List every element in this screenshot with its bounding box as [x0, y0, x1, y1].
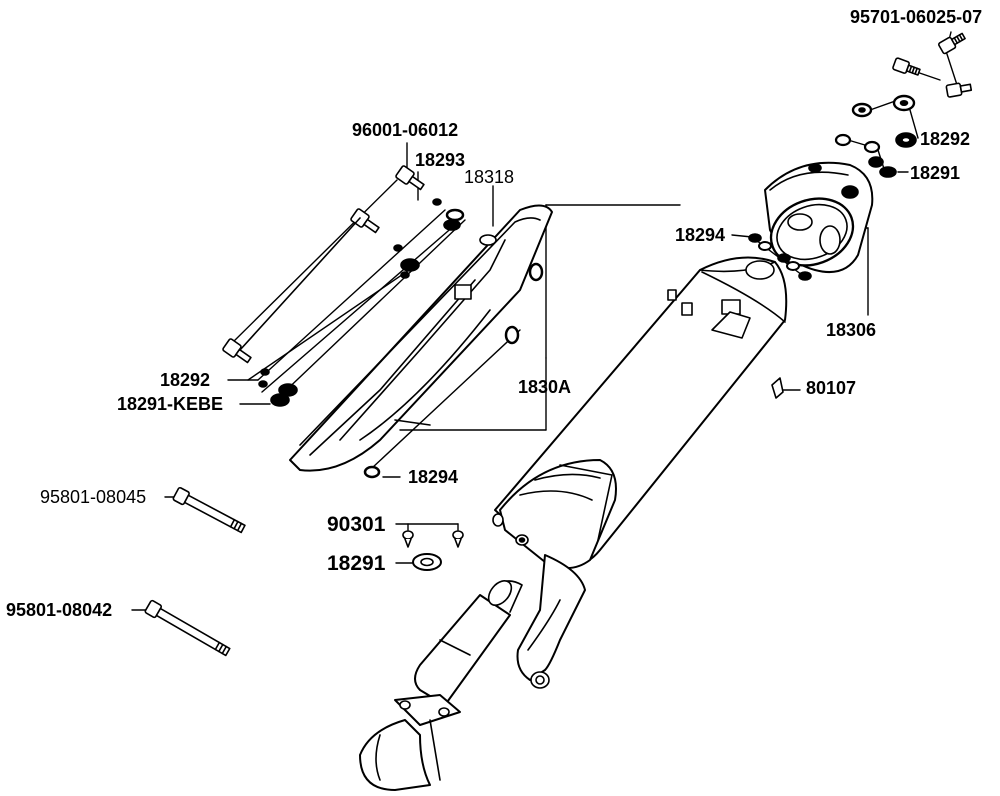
label-96001-06012: 96001-06012	[352, 120, 459, 140]
strap-washers	[258, 198, 544, 479]
gasket-washers-upper	[748, 233, 812, 281]
small-screws	[402, 530, 464, 548]
leader-lines	[131, 31, 959, 611]
label-95801-08045: 95801-08045	[40, 487, 147, 507]
flange-bolts	[892, 32, 973, 98]
sealing-washer	[412, 553, 442, 571]
long-bolt-upper	[172, 486, 246, 534]
label-18291-kebe: 18291-KEBE	[117, 394, 224, 414]
label-18292-top: 18292	[920, 129, 971, 149]
label-95801-08042: 95801-08042	[6, 600, 113, 620]
label-18294-upper: 18294	[675, 225, 726, 245]
spring-clip	[771, 377, 784, 399]
label-18291-top: 18291	[910, 163, 961, 183]
label-18318: 18318	[464, 167, 515, 187]
long-bolt-lower	[144, 599, 231, 657]
flange-washers	[834, 94, 917, 178]
label-18292-left: 18292	[160, 370, 211, 390]
muffler-body	[359, 256, 788, 791]
label-80107: 80107	[806, 378, 857, 398]
label-18294-middle: 18294	[408, 467, 459, 487]
label-18293: 18293	[415, 150, 466, 170]
label-90301: 90301	[327, 513, 386, 536]
heat-shield-cover	[289, 204, 553, 472]
label-18291-middle: 18291	[327, 552, 386, 575]
label-18306: 18306	[826, 320, 877, 340]
label-1830a: 1830A	[518, 377, 572, 397]
label-95701-06025-07: 95701-06025-07	[850, 7, 983, 27]
muffler-end-cap	[764, 161, 874, 274]
mounting-studs	[222, 165, 425, 364]
